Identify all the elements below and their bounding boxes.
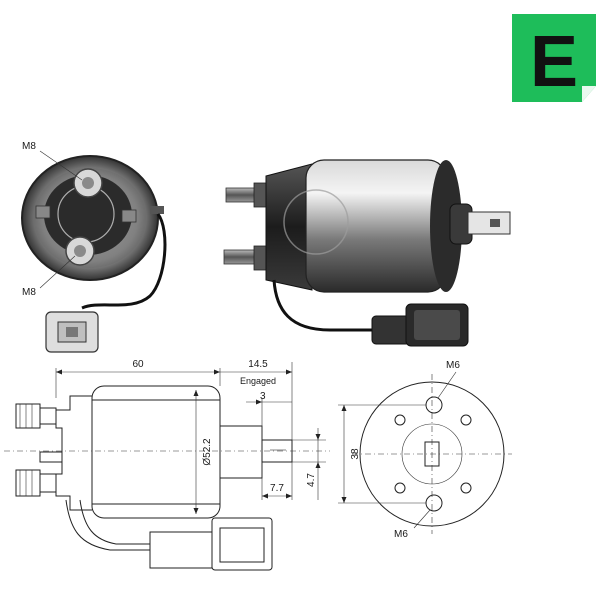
plunger-tip-icon (467, 211, 511, 235)
terminal-thread-label-top: M8 (22, 141, 36, 152)
brand-logo-badge (512, 14, 596, 102)
dim-diameter-label: Ø52.2 (202, 438, 213, 466)
connector-icon (149, 517, 273, 571)
dim-stroke-label: 14.5 (248, 359, 268, 370)
dim-stroke-note: Engaged (240, 376, 276, 386)
mount-hole-icon (425, 396, 443, 414)
mount-hole-icon (425, 494, 443, 512)
dim-tip-length-label: 7.7 (270, 483, 284, 494)
terminal-thread-label-bottom: M8 (22, 287, 36, 298)
connector-icon (371, 303, 469, 347)
dim-offset-label: 3 (260, 391, 266, 402)
brand-logo-letter: E (530, 22, 578, 102)
mount-hole-icon (460, 414, 472, 426)
dim-length-label: 60 (132, 359, 144, 370)
stud-icon (15, 469, 57, 497)
dim-flange-label: 38 (350, 448, 361, 460)
thread-label-bottom: M6 (394, 529, 408, 540)
dim-tip-width-label: 4.7 (306, 473, 317, 487)
mount-hole-icon (394, 482, 406, 494)
brand-logo: E (512, 14, 596, 102)
thread-label-top: M6 (446, 360, 460, 371)
connector-icon (45, 311, 99, 353)
drawing-side-view: 60 14.5 Engaged 3 Ø52.2 7.7 4.7 (4, 359, 330, 571)
photo-end-face: M8 M8 (21, 141, 167, 353)
brand-logo-corner (582, 86, 596, 102)
photo-side-view (223, 159, 511, 347)
mount-hole-icon (394, 414, 406, 426)
stud-icon (15, 403, 57, 429)
mount-hole-icon (460, 482, 472, 494)
drawing-front-view: 38 M6 M6 (338, 360, 512, 540)
